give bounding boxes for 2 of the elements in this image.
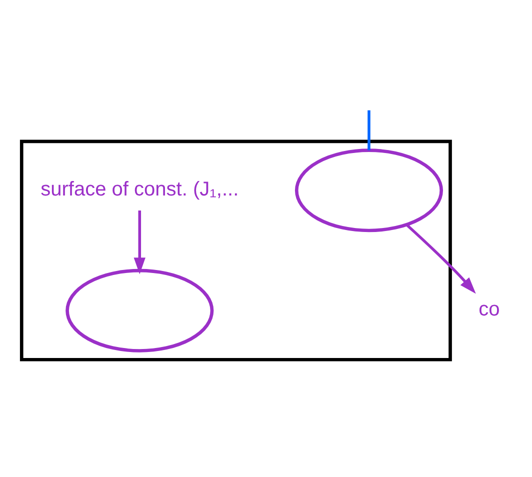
node-text: surface of const. (J₁,... xyxy=(40,178,239,200)
node-text: co xyxy=(478,298,500,320)
